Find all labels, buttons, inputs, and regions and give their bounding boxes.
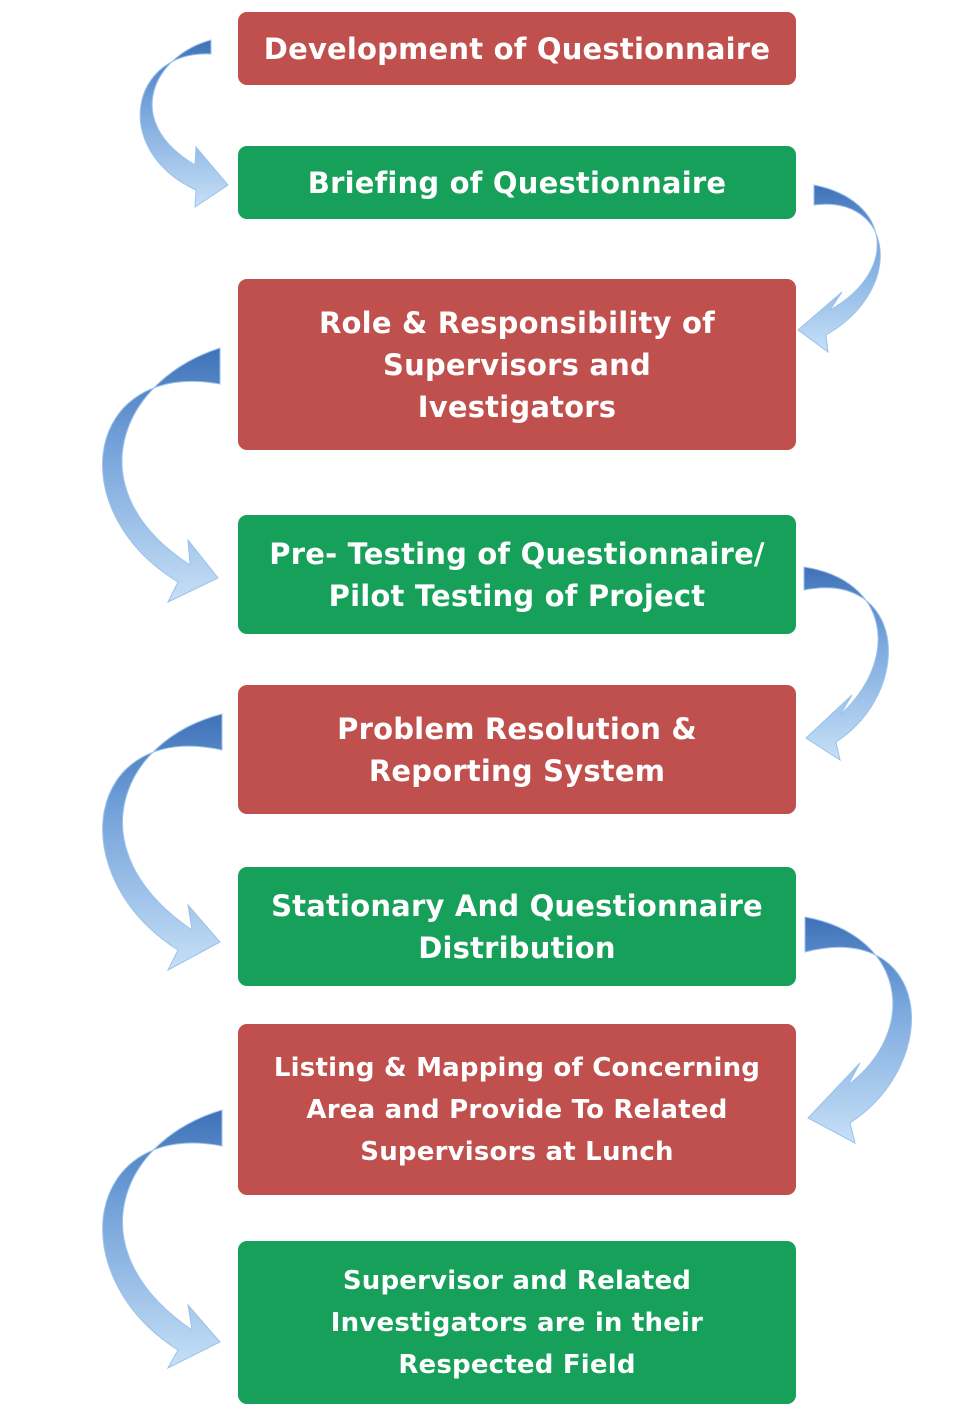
step-label: Briefing of Questionnaire bbox=[307, 165, 727, 200]
curved-arrow-right-icon bbox=[804, 916, 912, 1144]
curved-arrow-left-icon bbox=[102, 1109, 223, 1370]
curved-arrow-left-icon bbox=[101, 347, 221, 604]
step-label: Problem Resolution & Reporting System bbox=[337, 711, 697, 788]
step-label: Role & Responsibility of Supervisors and… bbox=[319, 305, 715, 424]
step-label: Stationary And Questionnaire Distributio… bbox=[271, 888, 763, 965]
step-pre-testing: Pre- Testing of Questionnaire/ Pilot Tes… bbox=[238, 515, 796, 634]
step-label: Development of Questionnaire bbox=[263, 31, 771, 66]
step-label: Listing & Mapping of Concerning Area and… bbox=[273, 1052, 761, 1167]
curved-arrow-left-icon bbox=[102, 713, 223, 972]
step-listing-and-mapping: Listing & Mapping of Concerning Area and… bbox=[238, 1024, 796, 1195]
step-development-of-questionnaire: Development of Questionnaire bbox=[238, 12, 796, 85]
step-problem-resolution: Problem Resolution & Reporting System bbox=[238, 685, 796, 814]
step-supervisor-in-field: Supervisor and Related Investigators are… bbox=[238, 1241, 796, 1404]
curved-arrow-left-icon bbox=[139, 39, 229, 208]
step-label: Supervisor and Related Investigators are… bbox=[330, 1265, 704, 1380]
step-briefing-of-questionnaire: Briefing of Questionnaire bbox=[238, 146, 796, 219]
step-label: Pre- Testing of Questionnaire/ Pilot Tes… bbox=[269, 536, 765, 613]
curved-arrow-right-icon bbox=[797, 184, 881, 354]
curved-arrow-right-icon bbox=[803, 566, 889, 762]
step-role-and-responsibility: Role & Responsibility of Supervisors and… bbox=[238, 279, 796, 450]
step-stationary-distribution: Stationary And Questionnaire Distributio… bbox=[238, 867, 796, 986]
